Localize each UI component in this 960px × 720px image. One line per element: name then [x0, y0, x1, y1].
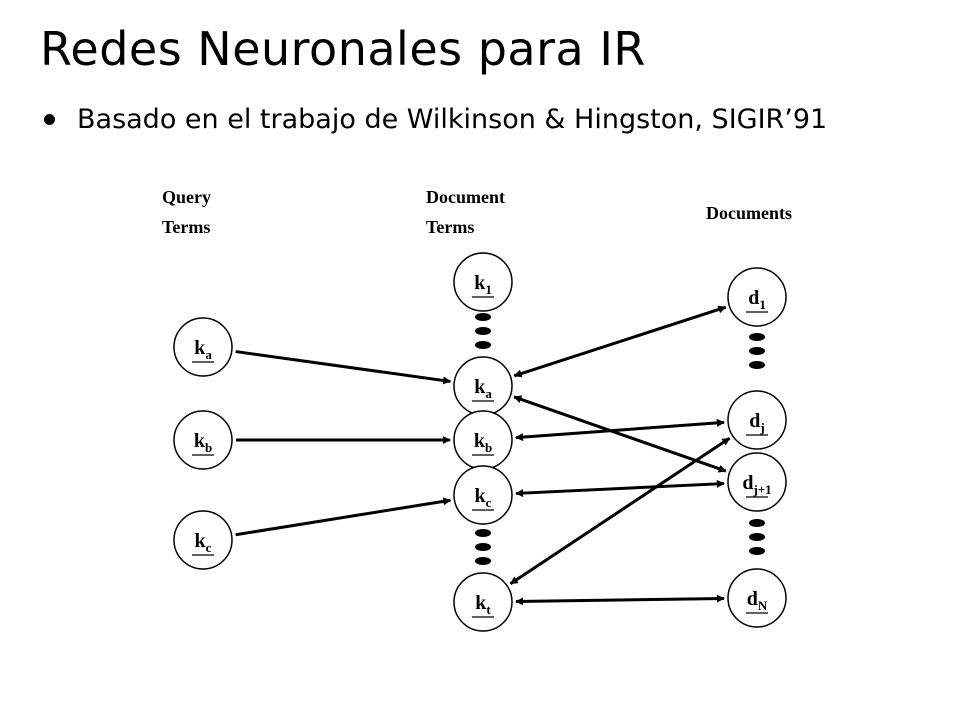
header-line: Query [162, 187, 211, 207]
node-query-qc: kc [173, 510, 233, 570]
node-circle [453, 252, 513, 312]
node-circle [727, 267, 787, 327]
node-query-qb: kb [173, 410, 233, 470]
node-label: k1 [474, 272, 492, 297]
bullet-item: Basado en el trabajo de Wilkinson & Hing… [44, 104, 827, 135]
edge-tb-dj [515, 418, 725, 442]
ellipsis-dot [475, 557, 491, 565]
node-circle [453, 465, 513, 525]
node-label: kt [475, 592, 491, 617]
header-line: Terms [426, 217, 474, 237]
edge-tt-dN [515, 594, 725, 606]
ellipsis-dot [475, 543, 491, 551]
header-line: Document [426, 187, 505, 207]
node-circle [727, 390, 787, 450]
node-query-qa: ka [173, 317, 233, 377]
edge-qa-ta [235, 350, 452, 385]
slide-title: Redes Neuronales para IR [40, 22, 646, 76]
node-circle [173, 410, 233, 470]
node-term-ta: ka [453, 356, 513, 416]
documents-header: Documents [706, 203, 792, 223]
node-label: dj+1 [742, 472, 771, 497]
ellipsis-dot [475, 313, 491, 321]
node-label: kb [474, 430, 492, 455]
header-line: Documents [706, 203, 792, 223]
edge-qc-tc [235, 497, 452, 537]
ellipsis-dot [749, 533, 765, 541]
node-label: dN [747, 588, 768, 613]
document-terms-header: Document Terms [426, 187, 510, 237]
ellipsis-dot [749, 547, 765, 555]
node-circle [173, 510, 233, 570]
bullet-text: Basado en el trabajo de Wilkinson & Hing… [77, 104, 828, 135]
node-circle [727, 568, 787, 628]
node-doc-dj: dj [727, 390, 787, 450]
node-term-tt: kt [453, 572, 513, 632]
node-label: dj [749, 410, 764, 435]
ellipsis-dot [475, 327, 491, 335]
edge-tt-dj [509, 437, 731, 585]
node-doc-d1: d1 [727, 267, 787, 327]
node-doc-dN: dN [727, 568, 787, 628]
edge-tc-dj1 [515, 479, 725, 498]
bullet-dot-icon [44, 114, 55, 125]
edge-ta-d1 [513, 305, 727, 378]
ellipsis-dot [475, 529, 491, 537]
ellipsis-dot [749, 347, 765, 355]
node-doc-dj1: dj+1 [727, 452, 787, 512]
node-circle [453, 572, 513, 632]
nodes-layer: ka kb kc k1 ka kb kc kt d1 dj dj+1 dN [173, 252, 787, 632]
node-term-tc: kc [453, 465, 513, 525]
node-label: kc [475, 485, 492, 510]
ellipsis-dot [749, 519, 765, 527]
edges-layer [235, 305, 731, 606]
ellipsis-dot [749, 361, 765, 369]
node-label: kb [194, 430, 212, 455]
header-line: Terms [162, 217, 210, 237]
node-circle [173, 317, 233, 377]
ellipsis-layer [475, 313, 765, 565]
query-terms-header: Query Terms [162, 187, 216, 237]
node-label: ka [474, 376, 492, 401]
node-term-tb: kb [453, 410, 513, 470]
node-label: ka [194, 337, 212, 362]
node-label: d1 [748, 287, 766, 312]
node-label: kc [195, 530, 212, 555]
ellipsis-dot [475, 341, 491, 349]
node-circle [727, 452, 787, 512]
node-term-t1: k1 [453, 252, 513, 312]
ellipsis-dot [749, 333, 765, 341]
